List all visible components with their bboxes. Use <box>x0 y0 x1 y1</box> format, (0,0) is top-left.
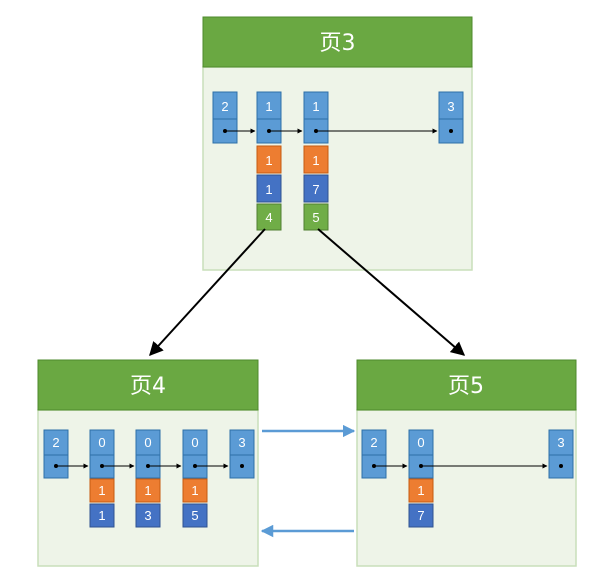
record-header-value: 0 <box>191 435 198 450</box>
record-data-value: 1 <box>98 508 105 523</box>
page-5: 页5 2 0 1 7 3 <box>356 359 577 567</box>
page-header <box>202 16 473 68</box>
record-header-value: 0 <box>98 435 105 450</box>
pointer-dot <box>449 129 453 133</box>
record-header-value: 2 <box>52 435 59 450</box>
record-key-value: 1 <box>312 153 319 168</box>
page-title: 页3 <box>320 31 356 56</box>
record-cell: 0 1 3 <box>135 429 161 528</box>
page-body <box>356 409 577 567</box>
child-page-number: 5 <box>312 210 319 225</box>
pointer-dot <box>559 464 563 468</box>
record-cell: 2 <box>43 429 69 479</box>
record-key-value: 1 <box>191 483 198 498</box>
record-header-value: 0 <box>417 435 424 450</box>
record-cell: 2 <box>212 91 238 144</box>
page-title: 页5 <box>448 374 484 399</box>
record-data-value: 1 <box>265 182 272 197</box>
record-data-value: 7 <box>417 508 424 523</box>
record-key-value: 1 <box>144 483 151 498</box>
page-4: 页4 2 0 1 1 0 1 3 <box>37 359 259 567</box>
record-cell: 0 1 7 <box>408 429 434 528</box>
record-data-value: 5 <box>191 508 198 523</box>
record-header-value: 1 <box>312 99 319 114</box>
record-cell: 2 <box>361 429 387 479</box>
record-cell: 3 <box>229 429 255 479</box>
child-pointer-arrow <box>317 228 466 356</box>
record-key-value: 1 <box>98 483 105 498</box>
record-key-value: 1 <box>265 153 272 168</box>
page-header <box>37 359 259 411</box>
record-cell: 0 1 5 <box>182 429 208 528</box>
pointer-dot <box>240 464 244 468</box>
record-cell: 0 1 1 <box>89 429 115 528</box>
record-cell: 1 1 7 5 <box>303 91 329 231</box>
record-header-value: 3 <box>238 435 245 450</box>
child-page-number: 4 <box>265 210 272 225</box>
record-header-value: 3 <box>447 99 454 114</box>
page-body <box>202 66 473 271</box>
record-cell: 3 <box>438 91 464 144</box>
record-header-value: 1 <box>265 99 272 114</box>
page-3: 页3 2 1 1 1 4 1 1 <box>202 16 473 271</box>
page-title: 页4 <box>130 374 166 399</box>
record-cell: 1 1 1 4 <box>256 91 282 231</box>
record-data-value: 7 <box>312 182 319 197</box>
record-header-value: 2 <box>221 99 228 114</box>
record-key-value: 1 <box>417 483 424 498</box>
record-cell: 3 <box>548 429 574 479</box>
record-header-value: 2 <box>370 435 377 450</box>
child-pointer-arrow <box>149 228 266 357</box>
page-header <box>356 359 577 411</box>
record-data-value: 3 <box>144 508 151 523</box>
record-header-value: 0 <box>144 435 151 450</box>
record-header-value: 3 <box>557 435 564 450</box>
